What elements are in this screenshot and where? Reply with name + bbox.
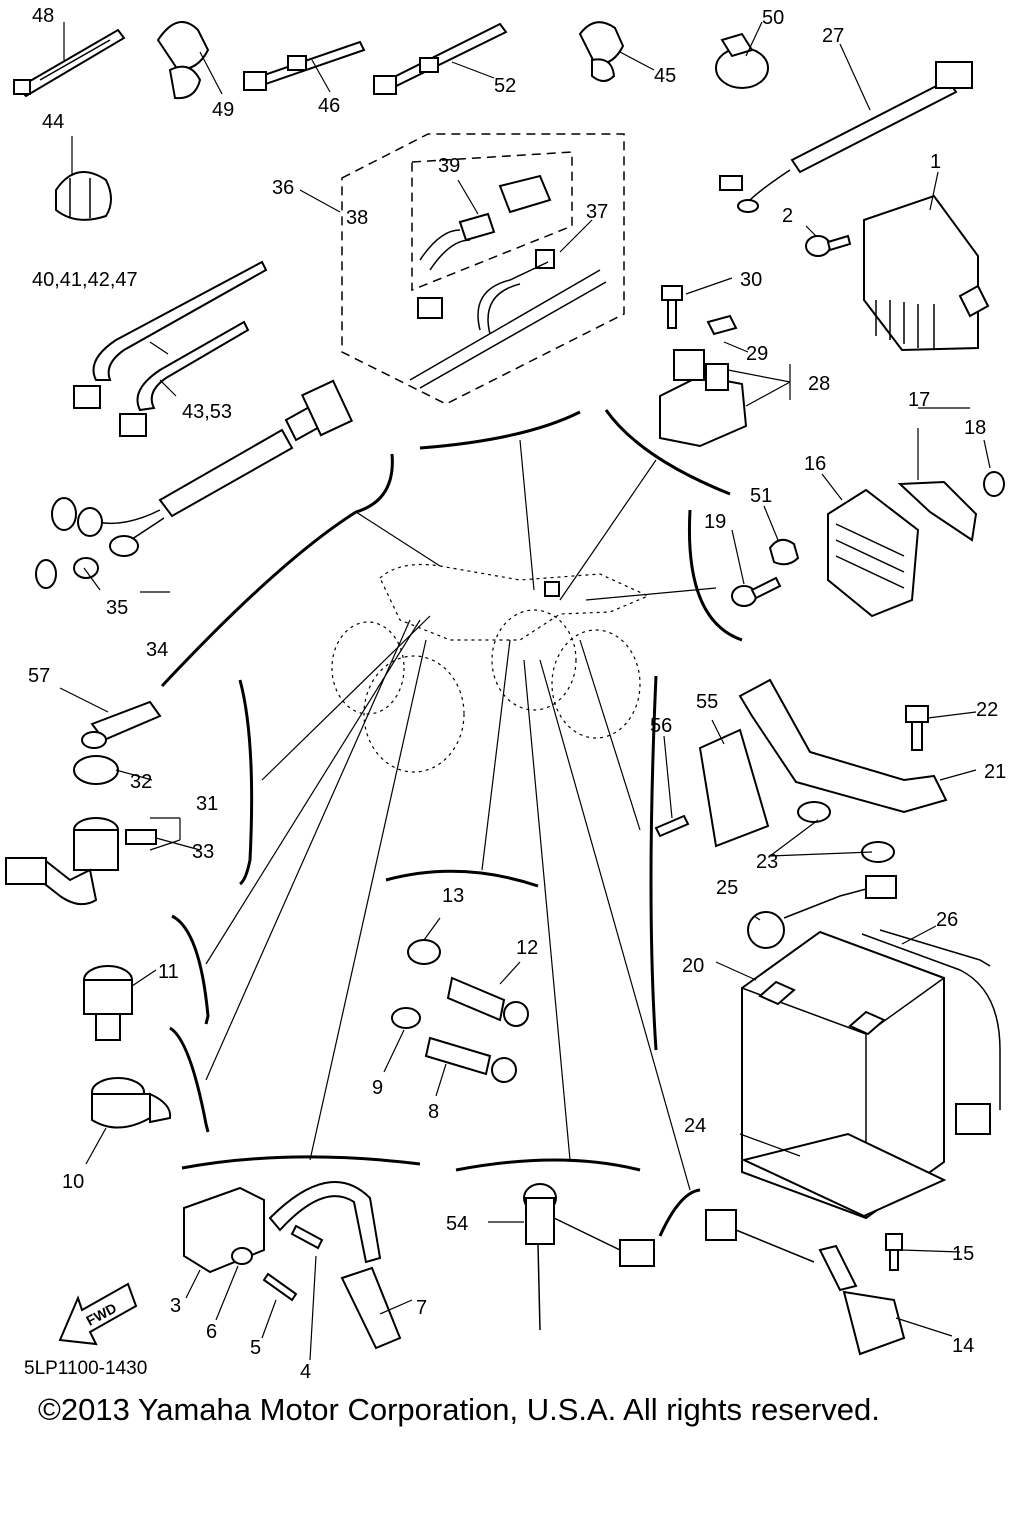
- sensor-12: [407, 939, 529, 1027]
- callout-54: 54: [446, 1213, 468, 1235]
- sensor-8: [391, 1007, 517, 1083]
- callout-9: 9: [372, 1077, 383, 1099]
- battery-pad-24: [741, 1132, 947, 1218]
- callout-43-53: 43,53: [182, 401, 232, 423]
- callout-37: 37: [586, 201, 608, 223]
- cover-25: [747, 875, 897, 949]
- battery-lead-26: [861, 929, 1001, 1135]
- screw-2: [805, 234, 852, 257]
- cable-tie-43-53: [119, 320, 250, 437]
- callout-34: 34: [146, 639, 168, 661]
- ignition-coil-3: [183, 1181, 382, 1302]
- cdi-unit-1: [863, 194, 990, 352]
- callout-13: 13: [442, 885, 464, 907]
- callout-12: 12: [516, 937, 538, 959]
- callout-29: 29: [746, 343, 768, 365]
- callout-2: 2: [782, 205, 793, 227]
- fwd-arrow-icon: FWD: [58, 1282, 138, 1346]
- cable-tie-46: [243, 40, 366, 91]
- speed-sensor-14: [705, 1209, 906, 1356]
- callout-7: 7: [416, 1297, 427, 1319]
- callout-22: 22: [976, 699, 998, 721]
- plate-55: [698, 728, 770, 848]
- callout-33: 33: [192, 841, 214, 863]
- clamp-51: [768, 538, 800, 566]
- callout-16: 16: [804, 453, 826, 475]
- callout-17: 17: [908, 389, 930, 411]
- callout-8: 8: [428, 1101, 439, 1123]
- drawing-code: 5LP1100-1430: [24, 1358, 147, 1379]
- callout-4: 4: [300, 1361, 311, 1383]
- callout-48: 48: [32, 5, 54, 27]
- callout-24: 24: [684, 1115, 706, 1137]
- section-braces: [160, 409, 743, 1237]
- callout-10: 10: [62, 1171, 84, 1193]
- bolt-19: [731, 576, 782, 607]
- leader-lines: [59, 21, 991, 1361]
- atv-silhouette: [331, 563, 650, 773]
- cable-tie-52: [373, 22, 508, 95]
- callout-14: 14: [952, 1335, 974, 1357]
- callout-50: 50: [762, 7, 784, 29]
- clamp-49: [156, 21, 210, 100]
- clamp-44: [55, 171, 112, 221]
- connector-lines: [205, 439, 717, 1191]
- callout-3: 3: [170, 1295, 181, 1317]
- sensor-54: [523, 1183, 655, 1331]
- rivet-56: [654, 814, 690, 838]
- callout-labels: 48 49 46 52 45 50 27 44 1 2 36 38 39 37 …: [28, 5, 1006, 1383]
- callout-11: 11: [158, 961, 179, 983]
- switch-11: [83, 965, 133, 1041]
- sub-lead-34: [35, 379, 354, 589]
- callout-36: 36: [272, 177, 294, 199]
- bolt-30: [661, 285, 683, 329]
- callout-56: 56: [650, 715, 672, 737]
- callout-15: 15: [952, 1243, 974, 1265]
- callout-18: 18: [964, 417, 986, 439]
- callout-1: 1: [930, 151, 941, 173]
- callout-44: 44: [42, 111, 64, 133]
- callout-38: 38: [346, 207, 368, 229]
- battery-band-21: [738, 678, 948, 814]
- cable-tie-48: [13, 28, 126, 98]
- copyright-notice: ©2013 Yamaha Motor Corporation, U.S.A. A…: [38, 1392, 880, 1427]
- callout-27: 27: [822, 25, 844, 47]
- callout-26: 26: [936, 909, 958, 931]
- callout-21: 21: [984, 761, 1006, 783]
- callout-20: 20: [682, 955, 704, 977]
- callout-52: 52: [494, 75, 516, 97]
- callout-25: 25: [716, 877, 738, 899]
- starter-relay-28: [659, 314, 748, 448]
- harness-kit-group-36: [341, 133, 625, 405]
- callout-46: 46: [318, 95, 340, 117]
- grommet-23: [797, 801, 895, 863]
- callout-5: 5: [250, 1337, 261, 1359]
- callout-40-47: 40,41,42,47: [32, 269, 138, 291]
- clamp-50: [715, 32, 769, 89]
- rectifier-regulator-16: [827, 471, 1005, 618]
- callout-49: 49: [212, 99, 234, 121]
- bolt-22: [905, 705, 929, 751]
- callout-35: 35: [106, 597, 128, 619]
- cable-tie-40-47: [73, 260, 268, 409]
- wire-lead-27: [719, 61, 973, 213]
- callout-30: 30: [740, 269, 762, 291]
- callout-55: 55: [696, 691, 718, 713]
- main-switch-31: [5, 700, 162, 906]
- callout-23: 23: [756, 851, 778, 873]
- switch-10: [91, 1077, 172, 1129]
- callout-32: 32: [130, 771, 152, 793]
- clamp-45: [578, 21, 625, 82]
- callout-28: 28: [808, 373, 830, 395]
- callout-51: 51: [750, 485, 772, 507]
- callout-45: 45: [654, 65, 676, 87]
- callout-6: 6: [206, 1321, 217, 1343]
- callout-39: 39: [438, 155, 460, 177]
- callout-31: 31: [196, 793, 218, 815]
- callout-57: 57: [28, 665, 50, 687]
- bolt-15: [885, 1233, 903, 1271]
- spark-plug-cap-7: [340, 1266, 402, 1350]
- callout-19: 19: [704, 511, 726, 533]
